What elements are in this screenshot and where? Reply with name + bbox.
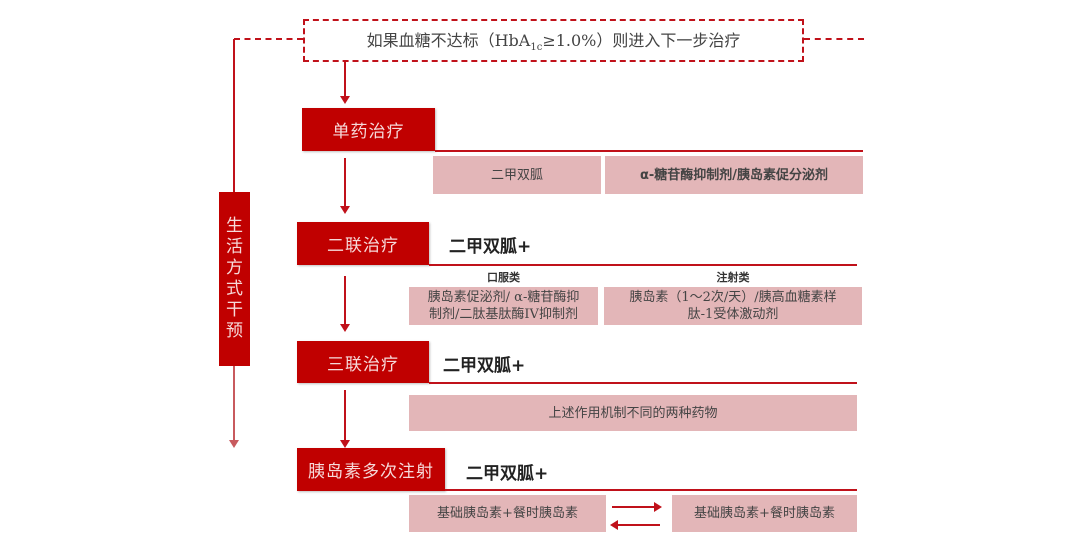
option-metformin: 二甲双胍 — [433, 156, 601, 194]
lifestyle-line-top — [233, 39, 235, 192]
stage-divider-line — [429, 382, 857, 384]
stage-divider-line — [435, 150, 863, 152]
flow-arrow-line — [344, 276, 346, 326]
stage-subtitle: 二甲双胍+ — [443, 356, 526, 376]
lifestyle-char: 式 — [226, 279, 243, 299]
option-text: 基础胰岛素+餐时胰岛素 — [694, 506, 835, 521]
lifestyle-intervention-box: 生 活 方 式 干 预 — [219, 192, 250, 366]
option-alpha-glucosidase: α-糖苷酶抑制剂/胰岛素促分泌剂 — [605, 156, 863, 194]
left-arrow-icon — [610, 520, 660, 530]
dashed-connector-left — [234, 38, 303, 40]
stage-monotherapy: 单药治疗 — [302, 108, 435, 151]
flow-arrow-line — [344, 62, 346, 98]
option-text: 胰岛素（1～2次/天）/胰高血糖素样 — [629, 290, 837, 305]
down-arrow-icon — [340, 440, 350, 448]
stage-triple-therapy: 三联治疗 — [297, 341, 429, 383]
down-arrow-icon — [340, 96, 350, 104]
lifestyle-char: 生 — [226, 216, 243, 236]
lifestyle-char: 预 — [226, 321, 243, 341]
down-arrow-icon — [340, 324, 350, 332]
flow-arrow-line — [344, 158, 346, 208]
stage-multiple-insulin-injections: 胰岛素多次注射 — [297, 448, 445, 491]
option-two-mechanism-drugs: 上述作用机制不同的两种药物 — [409, 395, 857, 431]
lifestyle-char: 干 — [226, 300, 243, 320]
condition-text: 如果血糖不达标（HbA1c≥1.0%）则进入下一步治疗 — [366, 31, 741, 54]
option-text: 基础胰岛素+餐时胰岛素 — [437, 506, 578, 521]
right-arrow-icon — [612, 502, 662, 512]
stage-dual-therapy: 二联治疗 — [297, 222, 429, 265]
option-text: 制剂/二肽基肽酶IV抑制剂 — [429, 307, 578, 322]
stage-subtitle: 二甲双胍+ — [449, 237, 532, 257]
stage-divider-line — [429, 264, 857, 266]
dashed-connector-right — [804, 38, 864, 40]
category-label-oral: 口服类 — [487, 271, 520, 284]
option-text: 肽-1受体激动剂 — [687, 307, 779, 322]
option-text: α-糖苷酶抑制剂/胰岛素促分泌剂 — [639, 167, 829, 183]
option-text: 上述作用机制不同的两种药物 — [548, 405, 718, 421]
option-basal-bolus-left: 基础胰岛素+餐时胰岛素 — [409, 495, 606, 532]
stage-title: 单药治疗 — [332, 122, 405, 142]
category-label-injection: 注射类 — [716, 271, 750, 284]
flow-arrow-line — [344, 390, 346, 442]
option-injectable-agents: 胰岛素（1～2次/天）/胰高血糖素样 肽-1受体激动剂 — [604, 287, 862, 325]
option-oral-agents: 胰岛素促泌剂/ α-糖苷酶抑 制剂/二肽基肽酶IV抑制剂 — [409, 287, 598, 325]
down-arrow-icon — [340, 206, 350, 214]
lifestyle-char: 活 — [226, 237, 243, 257]
condition-box: 如果血糖不达标（HbA1c≥1.0%）则进入下一步治疗 — [303, 19, 804, 62]
stage-subtitle: 二甲双胍+ — [466, 464, 549, 484]
option-text: 二甲双胍 — [490, 167, 543, 183]
option-text: 胰岛素促泌剂/ α-糖苷酶抑 — [427, 290, 580, 305]
lifestyle-char: 方 — [226, 258, 243, 278]
stage-title: 二联治疗 — [327, 236, 399, 256]
lifestyle-line-bottom — [233, 366, 235, 442]
down-arrow-icon — [229, 440, 239, 448]
option-basal-bolus-right: 基础胰岛素+餐时胰岛素 — [672, 495, 857, 532]
stage-title: 三联治疗 — [327, 354, 399, 375]
stage-divider-line — [445, 489, 857, 491]
stage-title: 胰岛素多次注射 — [308, 462, 434, 482]
